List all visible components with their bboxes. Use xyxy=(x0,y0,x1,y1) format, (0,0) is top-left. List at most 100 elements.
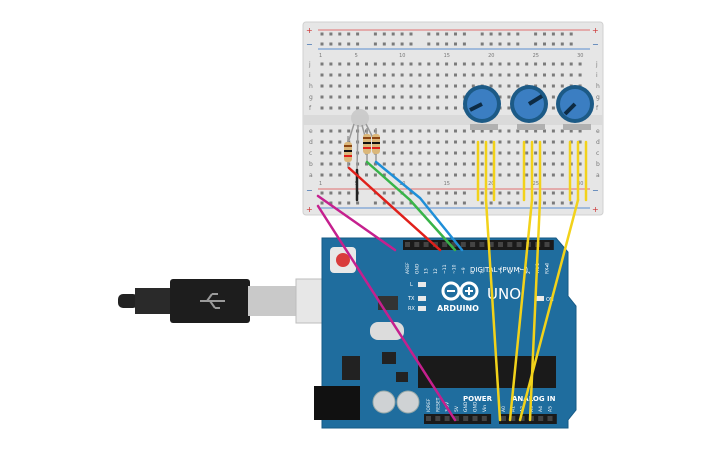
breadboard-hole xyxy=(516,162,520,166)
row-letter: b xyxy=(309,161,313,168)
breadboard-hole xyxy=(382,84,386,88)
header-pin[interactable] xyxy=(470,242,476,247)
yellow-wire-a2 xyxy=(518,198,580,422)
pin-label: A0 xyxy=(501,406,507,412)
breadboard-hole xyxy=(436,129,440,133)
power-label: POWER xyxy=(463,395,493,403)
led-label-l: L xyxy=(410,282,413,288)
breadboard-hole xyxy=(382,162,386,166)
breadboard-hole xyxy=(454,173,457,177)
header-pin[interactable] xyxy=(442,242,448,247)
potentiometer-2[interactable] xyxy=(510,85,548,130)
magenta-wire-5v xyxy=(316,204,457,422)
row-letter: e xyxy=(596,128,600,135)
rail-hole xyxy=(427,191,431,195)
breadboard-hole xyxy=(427,129,431,133)
row-letter: f xyxy=(596,105,599,112)
breadboard-hole xyxy=(329,84,333,88)
breadboard-hole xyxy=(347,106,351,110)
breadboard-hole xyxy=(400,62,404,66)
led-tx xyxy=(418,296,426,301)
header-pin[interactable] xyxy=(444,416,450,421)
breadboard-hole xyxy=(578,62,582,66)
breadboard-hole xyxy=(338,140,342,144)
header-pin[interactable] xyxy=(498,242,503,247)
header-pin[interactable] xyxy=(414,242,420,247)
column-number: 30 xyxy=(577,53,583,59)
breadboard-hole xyxy=(462,162,466,166)
breadboard-hole xyxy=(507,62,511,66)
breadboard-hole xyxy=(338,84,342,88)
header-pin[interactable] xyxy=(460,242,466,247)
breadboard-hole xyxy=(471,62,475,66)
header-pin[interactable] xyxy=(481,416,487,421)
rail-hole xyxy=(338,201,342,205)
pin-label: GND xyxy=(414,263,420,274)
breadboard-hole xyxy=(365,162,368,166)
rail-hole xyxy=(560,201,564,205)
breadboard-hole xyxy=(329,140,333,144)
breadboard-hole xyxy=(480,129,484,133)
breadboard-hole xyxy=(347,73,351,77)
breadboard-hole xyxy=(551,151,555,155)
pin-label: 5V xyxy=(454,405,460,412)
header-pin[interactable] xyxy=(528,416,534,421)
breadboard-hole xyxy=(365,62,368,66)
rail-hole xyxy=(436,191,440,195)
on-label: ON xyxy=(546,297,554,303)
rail-hole xyxy=(445,32,449,36)
header-pin[interactable] xyxy=(544,242,550,247)
header-pin[interactable] xyxy=(501,416,506,421)
breadboard-hole xyxy=(551,73,555,77)
header-pin[interactable] xyxy=(519,416,525,421)
column-number: 20 xyxy=(488,181,494,187)
header-pin[interactable] xyxy=(479,242,485,247)
breadboard-hole xyxy=(320,129,324,133)
breadboard-hole xyxy=(462,73,466,77)
rail-hole xyxy=(356,32,360,36)
rail-hole xyxy=(551,42,555,46)
breadboard-hole xyxy=(329,173,333,177)
breadboard-hole xyxy=(409,62,413,66)
rail-hole xyxy=(400,201,404,205)
header-pin[interactable] xyxy=(451,242,457,247)
header-pin[interactable] xyxy=(488,242,494,247)
breadboard-hole xyxy=(436,95,440,99)
rail-hole xyxy=(347,32,351,36)
breadboard-hole xyxy=(329,129,333,133)
row-letter: i xyxy=(596,72,598,79)
rail-hole xyxy=(569,42,573,46)
pin-label: A3 xyxy=(529,406,535,412)
header-pin[interactable] xyxy=(453,416,459,421)
breadboard-hole xyxy=(507,140,511,144)
column-number: 25 xyxy=(533,53,539,59)
header-pin[interactable] xyxy=(547,416,553,421)
header-pin[interactable] xyxy=(516,242,522,247)
breadboard-hole xyxy=(400,140,404,144)
potentiometer-3[interactable] xyxy=(556,85,594,130)
rail-hole xyxy=(534,201,538,205)
led-l xyxy=(418,282,426,287)
header-pin[interactable] xyxy=(507,242,513,247)
breadboard-hole xyxy=(400,162,404,166)
header-pin[interactable] xyxy=(405,242,410,247)
header-pin[interactable] xyxy=(435,416,441,421)
breadboard-hole xyxy=(507,173,511,177)
breadboard-hole xyxy=(534,73,538,77)
breadboard-hole xyxy=(578,73,582,77)
arduino-brand: ARDUINO xyxy=(437,304,479,313)
header-pin[interactable] xyxy=(472,416,478,421)
header-pin[interactable] xyxy=(463,416,469,421)
rail-hole xyxy=(454,201,457,205)
potentiometer-1[interactable] xyxy=(463,85,501,130)
header-pin[interactable] xyxy=(426,416,431,421)
rail-hole xyxy=(338,191,342,195)
rail-hole xyxy=(382,201,386,205)
row-letter: c xyxy=(309,150,312,157)
header-pin[interactable] xyxy=(423,242,429,247)
header-pin[interactable] xyxy=(510,416,516,421)
breadboard-hole xyxy=(427,95,431,99)
breadboard-hole xyxy=(578,162,582,166)
header-pin[interactable] xyxy=(538,416,544,421)
breadboard-hole xyxy=(445,106,449,110)
